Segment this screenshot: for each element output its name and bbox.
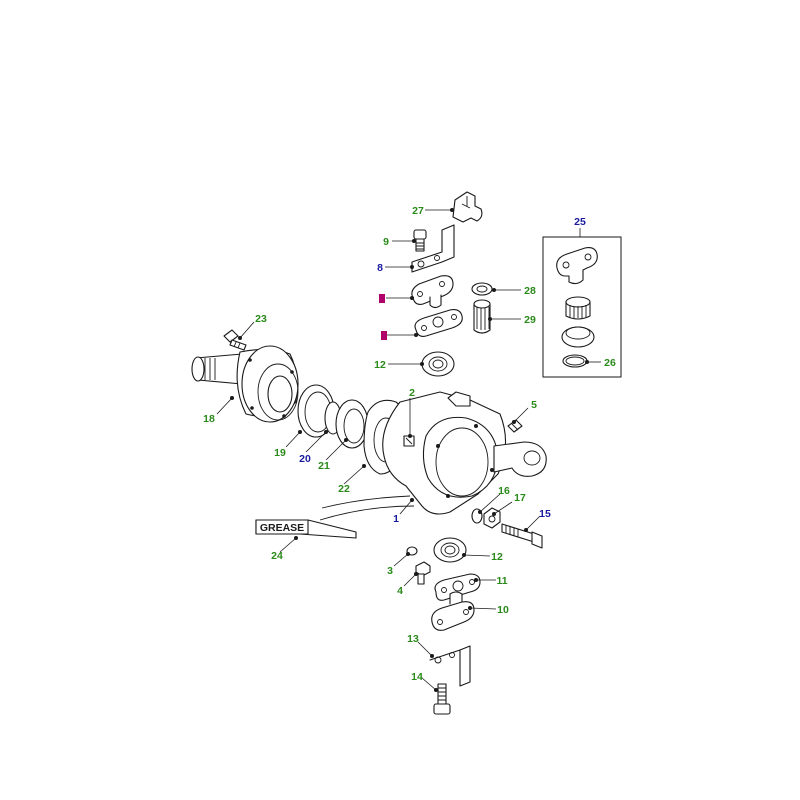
- part-1-swivel-housing: [319, 391, 547, 521]
- part-4-screw: [415, 561, 431, 585]
- callout-15: 15: [539, 508, 551, 520]
- callout-16: 16: [498, 485, 510, 497]
- callout-2: 2: [409, 387, 415, 399]
- callout-22: 22: [338, 483, 350, 495]
- part-15-bolt: [501, 523, 543, 549]
- callout-4: 4: [397, 585, 403, 597]
- leader-lines: [216, 208, 601, 692]
- callout-18: 18: [203, 413, 215, 425]
- callout-13: 13: [407, 633, 419, 645]
- callout-14: 14: [411, 671, 423, 683]
- part-highlighted-gasket: [414, 309, 463, 337]
- part-29-roller-bearing: [473, 299, 491, 334]
- part-18-hub: [191, 345, 299, 423]
- part-8-bracket: [411, 224, 455, 273]
- highlight-marker-upper: [379, 294, 385, 303]
- inset-box-25: [542, 236, 622, 378]
- callout-26: 26: [604, 357, 616, 369]
- callout-1: 1: [393, 513, 399, 525]
- part-13-bracket: [429, 645, 471, 687]
- callout-20: 20: [299, 453, 311, 465]
- callout-10: 10: [497, 604, 509, 616]
- callout-9: 9: [383, 236, 389, 248]
- part-28-seal: [471, 282, 493, 296]
- callout-12-upper: 12: [374, 359, 386, 371]
- part-14-bolt: [433, 683, 451, 715]
- callout-27: 27: [412, 205, 424, 217]
- part-11-gasket: [434, 573, 481, 601]
- callout-28: 28: [524, 285, 536, 297]
- grease-label: GREASE: [260, 522, 304, 534]
- part-9-bolt: [413, 229, 427, 252]
- callout-3: 3: [387, 565, 393, 577]
- callout-12-lower: 12: [491, 551, 503, 563]
- callout-23: 23: [255, 313, 267, 325]
- part-12-upper-bearing: [421, 351, 455, 377]
- callout-labels: 27 9 8 12 28 29 25 26 23 18 19 20 21 22 …: [203, 205, 616, 683]
- part-23-bolt: [223, 329, 247, 351]
- part-12-lower-bearing: [433, 537, 467, 563]
- part-10-lower-cap: [431, 591, 475, 631]
- part-highlighted-upper-cap: [411, 275, 454, 309]
- callout-19: 19: [274, 447, 286, 459]
- callout-29: 29: [524, 314, 536, 326]
- highlight-marker-lower: [381, 331, 387, 340]
- callout-17: 17: [514, 492, 526, 504]
- part-27-clip: [452, 191, 483, 223]
- callout-8: 8: [377, 262, 383, 274]
- callout-11: 11: [496, 575, 507, 587]
- part-21-ring: [335, 399, 369, 449]
- callout-24: 24: [271, 550, 283, 562]
- callout-25: 25: [574, 216, 586, 228]
- callout-21: 21: [318, 460, 330, 472]
- callout-5: 5: [531, 399, 537, 411]
- part-17-nut: [483, 507, 501, 529]
- part-24-grease-tag: GREASE: [255, 519, 357, 539]
